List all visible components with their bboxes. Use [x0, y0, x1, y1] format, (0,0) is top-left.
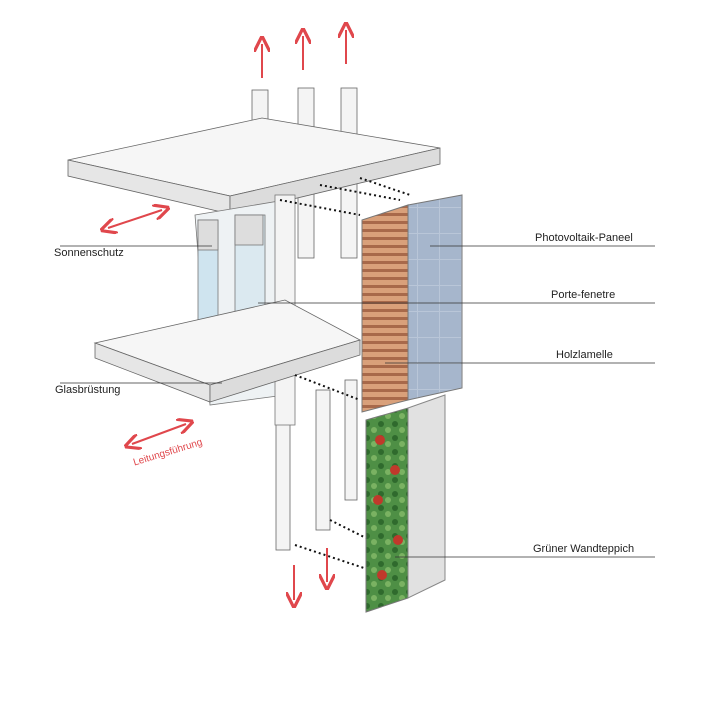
leader-lines: [60, 245, 655, 558]
arrows: [108, 30, 346, 600]
holzlamelle-panel: [361, 204, 409, 413]
label-glasbruestung: Glasbrüstung: [55, 384, 121, 396]
double-arrow-icon: [132, 424, 186, 444]
label-porte-fenetre: Porte-fenetre: [551, 289, 616, 301]
dotted-guides: [279, 177, 411, 571]
column: [315, 389, 331, 531]
sun-shade: [234, 214, 264, 246]
flower: [390, 465, 400, 475]
sun-shade: [197, 219, 219, 251]
label-gruener-wandteppich: Grüner Wandteppich: [533, 543, 635, 555]
flower: [373, 495, 383, 505]
lower-slab: [93, 299, 362, 403]
green-wall-panel: [365, 407, 409, 613]
label-holzlamelle: Holzlamelle: [556, 349, 613, 361]
flowers: [373, 435, 403, 580]
label-sonnenschutz: Sonnenschutz: [54, 247, 124, 259]
flower: [377, 570, 387, 580]
double-arrow-icon: [108, 210, 162, 228]
column: [344, 379, 358, 501]
label-photovoltaik-paneel: Photovoltaik-Paneel: [535, 232, 633, 244]
upper-slab: [67, 117, 441, 215]
photovoltaik-panel: [407, 194, 463, 401]
flower: [375, 435, 385, 445]
grey-panel: [407, 394, 446, 599]
flower: [393, 535, 403, 545]
